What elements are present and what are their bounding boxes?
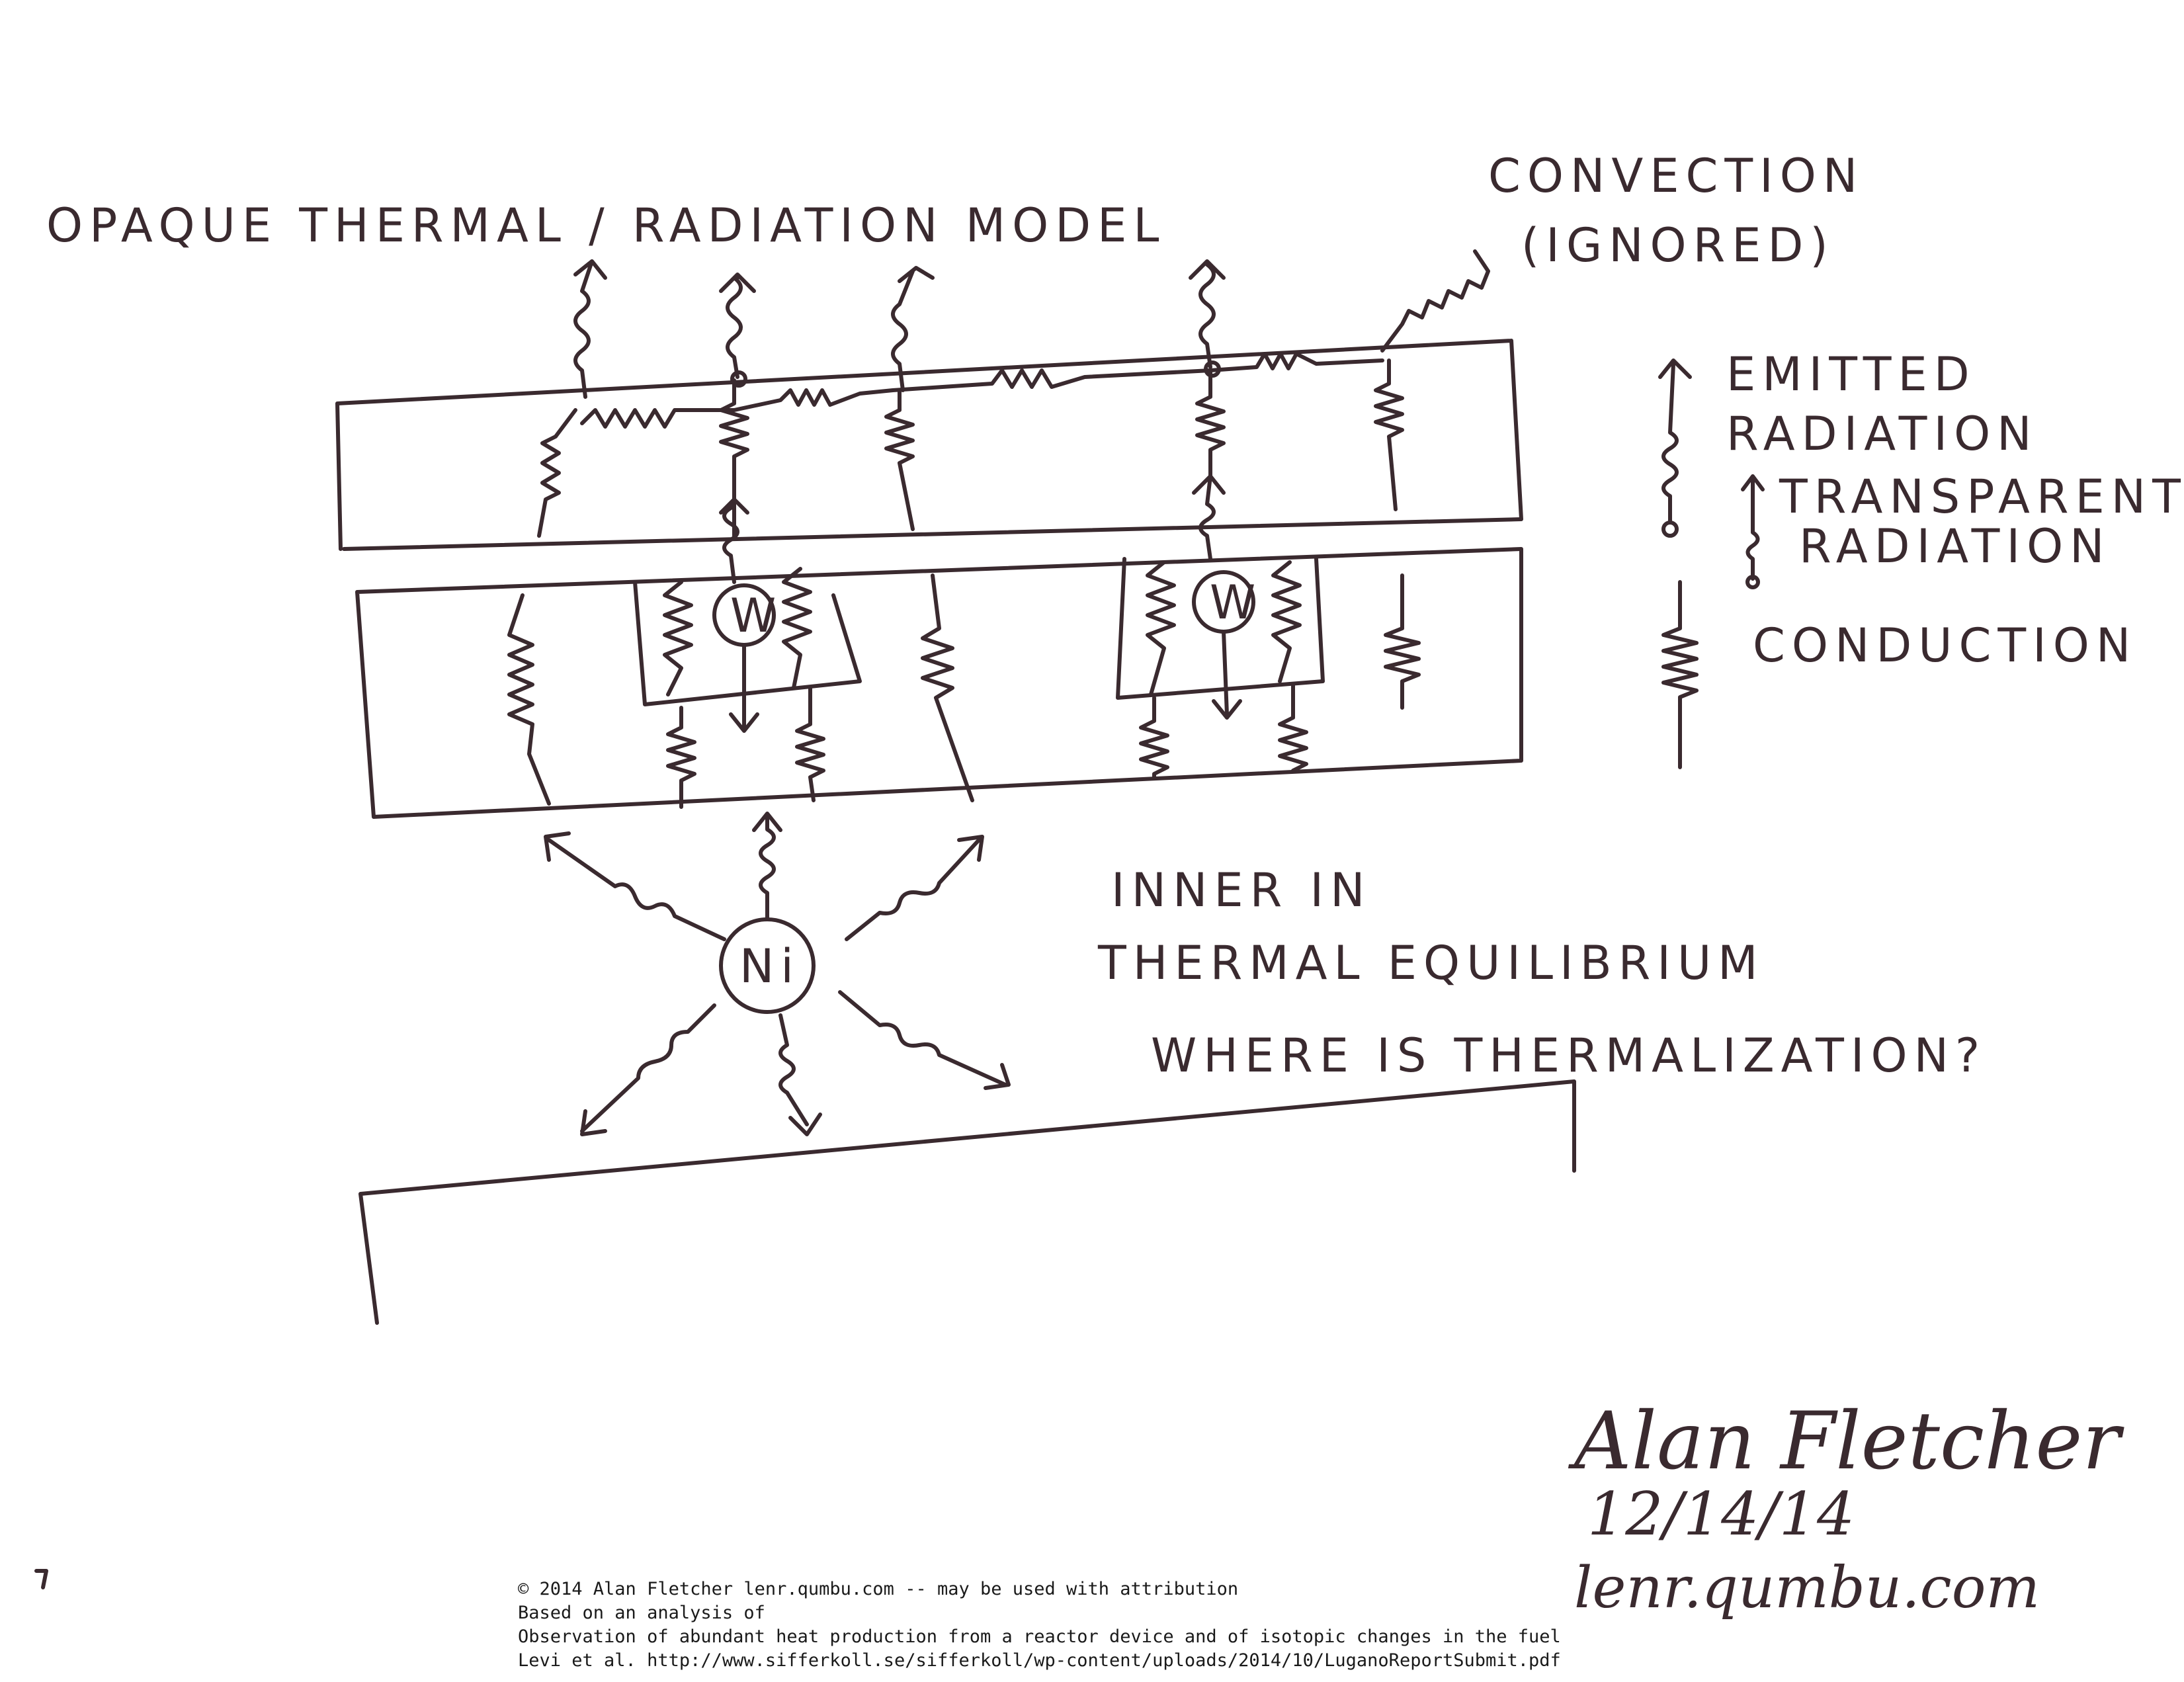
legend-transparent-radiation-icon [1741,474,1765,581]
footer-line-based-on: Based on an analysis of [518,1603,765,1623]
groove-conductor-right-b [1271,560,1302,683]
inner-conductor-6 [1278,683,1308,773]
outer-conductor-4 [1195,368,1226,478]
inner-conductor-1 [507,593,551,806]
diagram-title: OPAQUE THERMAL / RADIATION MODEL [46,198,1165,253]
legend-emitted-line2: RADIATION [1726,407,2038,461]
groove-conductor-right-a [1146,560,1176,696]
radiation-node-2 [1204,360,1221,378]
wire-groove-left [633,580,862,706]
legend-transparent-line2: RADIATION [1799,519,2111,573]
fuel-radiation-down [778,1013,822,1136]
fuel-radiation-lower-left [580,1003,716,1136]
horizontal-conduction-chain [580,352,1384,429]
fuel-radiation-upper-right [845,835,984,941]
wire-left-label: W [730,589,782,643]
groove-arrow-left [729,643,759,733]
stray-mark-left [34,1569,48,1589]
footer-line-paper-title: Observation of abundant heat production … [518,1626,1561,1647]
footer-line-copyright: © 2014 Alan Fletcher lenr.qumbu.com -- m… [518,1579,1239,1599]
transparent-radiation-left [719,497,749,584]
emitted-radiation-arrow-3 [891,266,935,392]
note-inner-in: INNER IN [1111,863,1372,917]
outer-conductor-1 [537,408,577,538]
convection-label-line1: CONVECTION [1488,149,1864,203]
inner-conductor-7 [1384,573,1421,710]
outer-tube [335,339,1523,551]
note-where-is-thermalization: WHERE IS THERMALIZATION? [1151,1029,1986,1083]
signature-date: 12/14/14 [1587,1480,1855,1549]
outer-conductor-2 [719,378,749,538]
signature-site: lenr.qumbu.com [1574,1555,2040,1621]
wire-groove-right [1116,557,1325,700]
outer-conductor-3 [884,388,915,531]
legend-emitted-radiation-node [1661,521,1679,538]
legend-emitted-radiation-icon [1658,358,1692,525]
fuel-radiation-upper-left [544,831,726,941]
fuel-radiation-lower-right [838,990,1011,1090]
inner-tube [355,547,1523,819]
groove-conductor-left-a [663,580,693,696]
groove-conductor-left-b [782,567,812,690]
groove-arrow-right [1212,630,1242,720]
bottom-wall [358,1079,1576,1325]
legend-transparent-radiation-node [1745,575,1760,589]
copyright-footer: © 2014 Alan Fletcher lenr.qumbu.com -- m… [518,1577,1561,1673]
inner-conductor-2 [666,706,696,809]
legend-conduction-label: CONDUCTION [1753,618,2137,673]
legend-conduction-icon [1661,580,1699,769]
note-thermal-equilibrium: THERMAL EQUILIBRIUM [1097,936,1765,990]
inner-conductor-5 [1139,696,1169,779]
inner-conductor-3 [795,686,825,802]
emitted-radiation-arrow-2 [719,273,756,379]
fuel-radiation-up [752,812,782,921]
transparent-radiation-right [1192,474,1226,561]
radiation-node-1 [730,370,747,388]
outer-conductor-5 [1374,358,1404,511]
legend-emitted-line1: EMITTED [1726,347,1976,401]
fuel-ni-label: Ni [739,939,800,993]
convection-label-line2: (IGNORED) [1521,218,1835,273]
inner-conductor-4 [921,573,974,802]
signature-name: Alan Fletcher [1568,1396,2124,1488]
footer-line-reference-url[interactable]: Levi et al. http://www.sifferkoll.se/sif… [518,1650,1561,1671]
legend-transparent-line1: TRANSPARENT [1779,470,2184,524]
wire-right-label: W [1210,575,1262,630]
emitted-radiation-arrow-1 [573,259,607,399]
convection-resistor [1380,249,1490,353]
emitted-radiation-arrow-4 [1189,259,1226,369]
